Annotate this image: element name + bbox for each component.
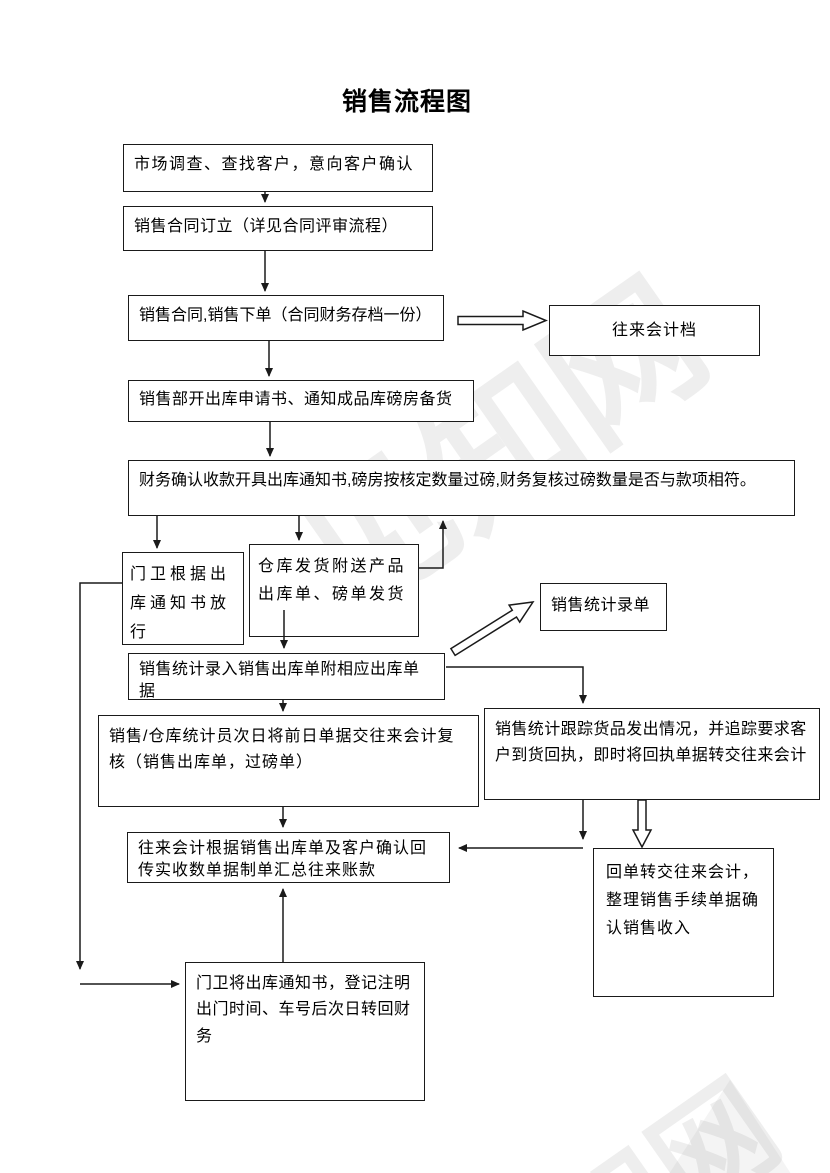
watermark-logo-bottom: 见知网 xyxy=(413,1032,808,1173)
page-title: 销售流程图 xyxy=(342,88,473,116)
node-gate-release: 门卫根据出库通知书放行 xyxy=(122,552,244,645)
node-sales-order: 销售合同,销售下单（合同财务存档一份） xyxy=(128,295,444,341)
node-sales-stat-record: 销售统计录单 xyxy=(540,583,667,631)
node-receipt-transfer: 回单转交往来会计，整理销售手续单据确认销售收入 xyxy=(593,848,774,997)
node-daily-handover: 销售/仓库统计员次日将前日单据交往来会计复核（销售出库单，过磅单） xyxy=(98,715,479,807)
node-finance-confirm: 财务确认收款开具出库通知书,磅房按核定数量过磅,财务复核过磅数量是否与款项相符。 xyxy=(128,460,795,516)
node-market-research: 市场调查、查找客户，意向客户确认 xyxy=(123,144,433,192)
connector-stat-entry-to-track xyxy=(446,666,587,704)
node-shipment-tracking: 销售统计跟踪货品发出情况，并追踪要求客户到货回执，即时将回执单据转交往来会计 xyxy=(484,708,820,800)
node-warehouse-shipping: 仓库发货附送产品出库单、磅单发货 xyxy=(249,544,419,637)
connector-warehouse-to-finance-up xyxy=(419,520,447,569)
watermark-triangle xyxy=(600,1080,830,1173)
connector-order-to-archive-hollow-arrow xyxy=(457,309,548,332)
node-sales-stat-entry: 销售统计录入销售出库单附相应出库单据 xyxy=(128,653,445,700)
connector-stat-entry-to-stat-record-hollow-arrow xyxy=(449,601,535,657)
node-outbound-application: 销售部开出库申请书、通知成品库磅房备货 xyxy=(128,380,474,422)
node-contract-signing: 销售合同订立（详见合同评审流程） xyxy=(123,206,433,251)
node-accounting-archive: 往来会计档 xyxy=(549,305,760,356)
connector-track-to-receipt-hollow-arrow xyxy=(631,799,653,849)
node-account-summary: 往来会计根据销售出库单及客户确认回传实收数单据制单汇总往来账款 xyxy=(127,832,450,883)
connector-track-to-summary xyxy=(458,800,587,852)
node-gate-register: 门卫将出库通知书，登记注明出门时间、车号后次日转回财务 xyxy=(185,962,425,1101)
